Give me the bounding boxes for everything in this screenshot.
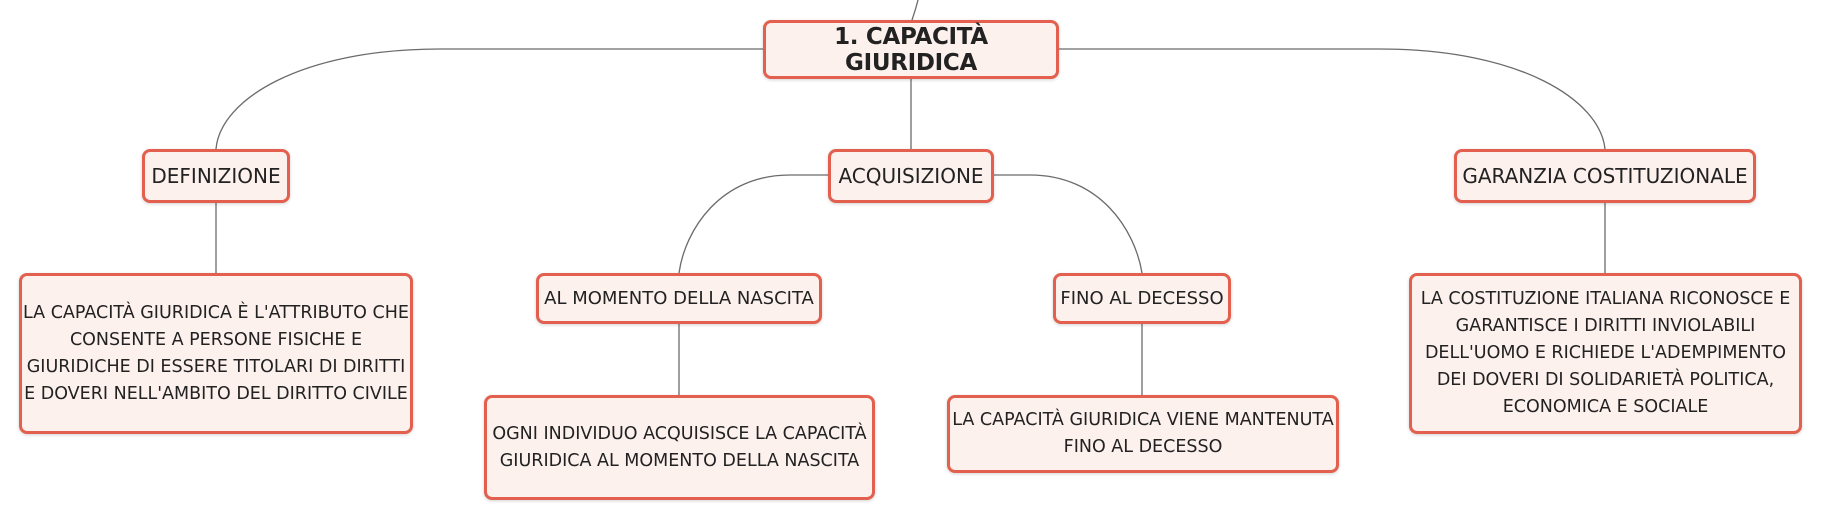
acquisizione-node[interactable]: ACQUISIZIONE	[828, 149, 994, 203]
definizione-node-label: DEFINIZIONE	[151, 164, 281, 188]
nascita-node[interactable]: AL MOMENTO DELLA NASCITA	[536, 273, 822, 324]
root-node-label: 1. CAPACITÀ GIURIDICA	[834, 23, 988, 76]
connector-root-garanzia	[1059, 48, 1606, 150]
nascita-detail-text: OGNI INDIVIDUO ACQUISISCE LA CAPACITÀ GI…	[492, 423, 867, 471]
decesso-node-label: FINO AL DECESSO	[1060, 288, 1224, 309]
connector-root-definizione	[215, 48, 763, 150]
garanzia-node[interactable]: GARANZIA COSTITUZIONALE	[1454, 149, 1756, 203]
garanzia-detail-text: LA COSTITUZIONE ITALIANA RICONOSCE E GAR…	[1420, 289, 1791, 417]
connector-acquisizione-nascita	[678, 174, 828, 274]
connector-acquisizione-decesso	[994, 174, 1143, 274]
decesso-detail-node[interactable]: LA CAPACITÀ GIURIDICA VIENE MANTENUTA FI…	[947, 395, 1339, 473]
garanzia-node-label: GARANZIA COSTITUZIONALE	[1462, 164, 1748, 188]
definizione-node[interactable]: DEFINIZIONE	[142, 149, 290, 203]
garanzia-detail-node[interactable]: LA COSTITUZIONE ITALIANA RICONOSCE E GAR…	[1409, 273, 1802, 434]
acquisizione-node-label: ACQUISIZIONE	[838, 164, 984, 188]
definizione-detail-node[interactable]: LA CAPACITÀ GIURIDICA È L'ATTRIBUTO CHE …	[19, 273, 413, 434]
root-node[interactable]: 1. CAPACITÀ GIURIDICA	[763, 20, 1059, 79]
nascita-detail-node[interactable]: OGNI INDIVIDUO ACQUISISCE LA CAPACITÀ GI…	[484, 395, 875, 500]
definizione-detail-text: LA CAPACITÀ GIURIDICA È L'ATTRIBUTO CHE …	[23, 302, 409, 404]
connector-root-parent	[911, 0, 919, 21]
decesso-detail-text: LA CAPACITÀ GIURIDICA VIENE MANTENUTA FI…	[952, 410, 1334, 457]
nascita-node-label: AL MOMENTO DELLA NASCITA	[544, 288, 814, 309]
decesso-node[interactable]: FINO AL DECESSO	[1053, 273, 1231, 324]
